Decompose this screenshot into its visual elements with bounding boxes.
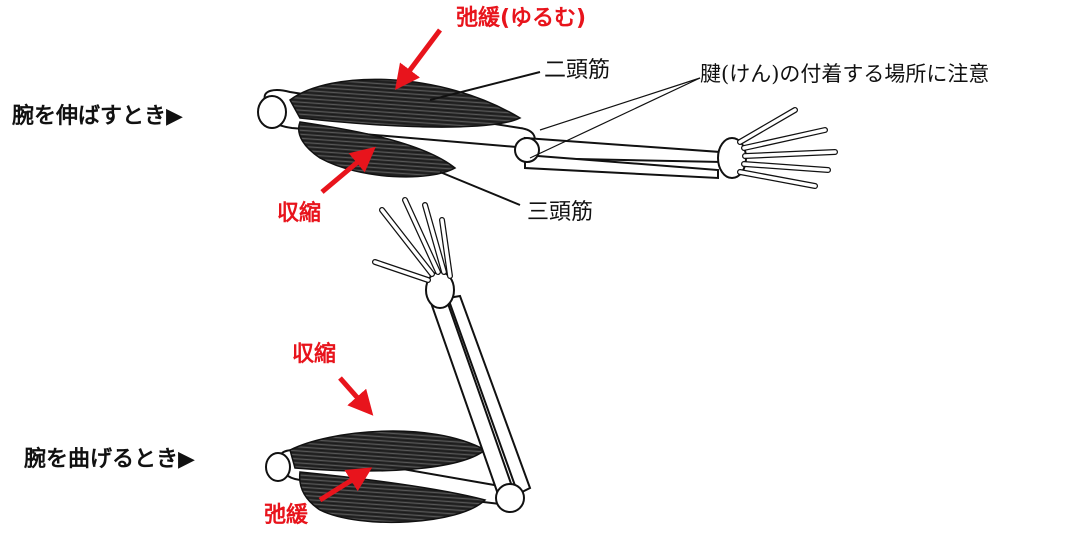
- extended-elbow: [515, 138, 539, 162]
- arrow-extended-relaxed: [398, 30, 440, 86]
- triceps-label: 三頭筋: [527, 202, 593, 224]
- extended-title: 腕を伸ばすとき▶: [12, 106, 183, 128]
- biceps-leader-line: [430, 72, 540, 100]
- flexed-relaxed-label: 弛緩: [264, 505, 308, 527]
- flexed-elbow: [496, 484, 524, 512]
- flexed-biceps: [290, 431, 485, 471]
- biceps-label: 二頭筋: [544, 60, 610, 82]
- tendon-leader-line-1: [540, 78, 700, 130]
- extended-relaxed-label: 弛緩(ゆるむ): [456, 8, 586, 30]
- extended-humerus-head: [258, 96, 286, 128]
- extended-contracted-label: 収縮: [277, 203, 321, 225]
- flexed-contracted-label: 収縮: [292, 344, 336, 366]
- tendon-note-label: 腱(けん)の付着する場所に注意: [700, 64, 989, 85]
- flexed-humerus-head: [266, 453, 290, 481]
- triceps-leader-line: [440, 172, 520, 205]
- flexed-title: 腕を曲げるとき▶: [24, 449, 195, 471]
- flexed-fingers: [375, 200, 450, 280]
- arrow-flexed-contracted: [340, 378, 370, 412]
